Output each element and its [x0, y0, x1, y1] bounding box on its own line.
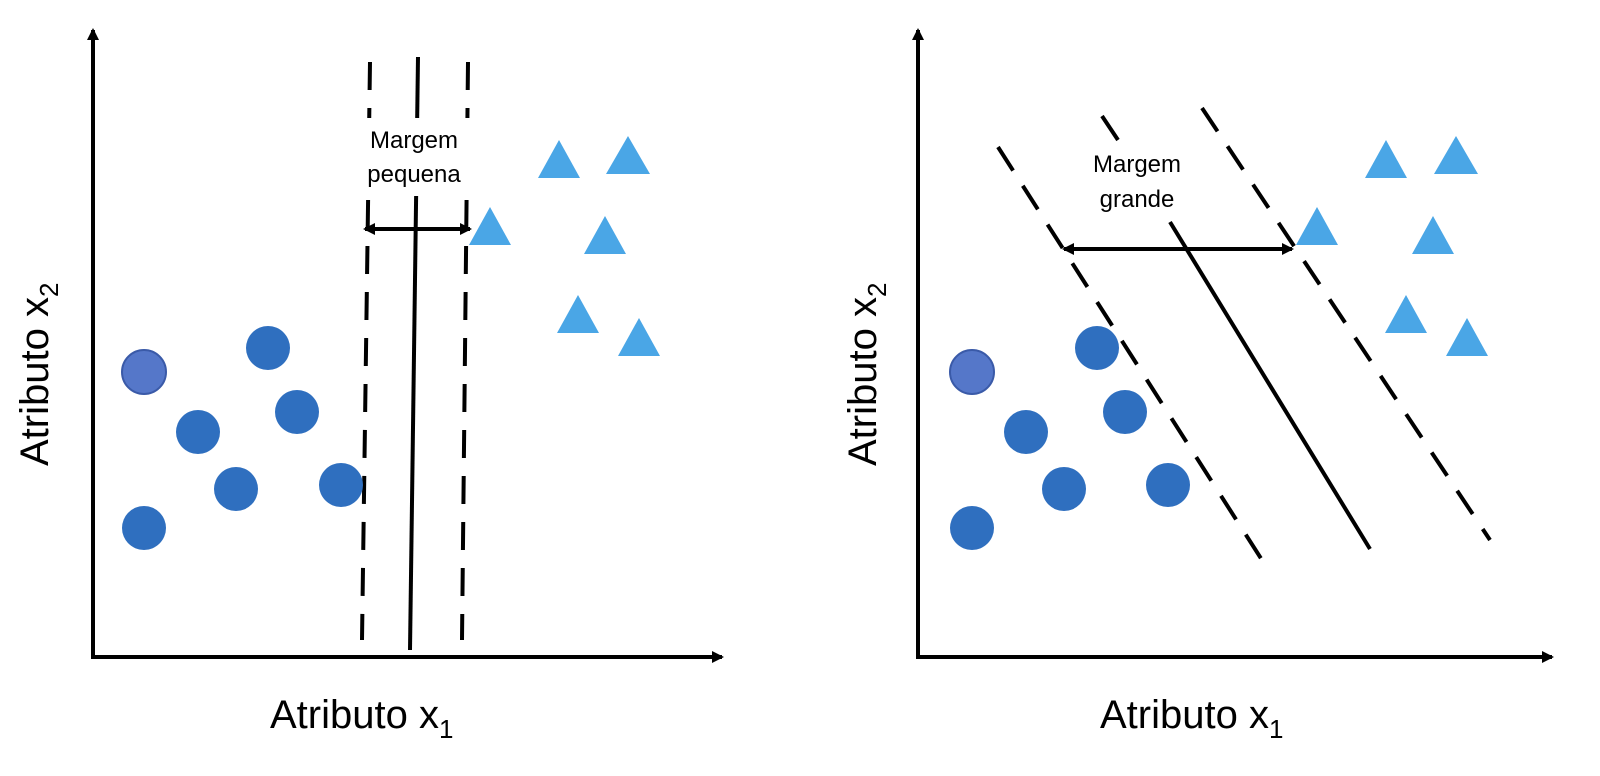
- triangle-point: [1446, 318, 1488, 356]
- triangle-point: [1385, 295, 1427, 333]
- panel-small-margin: Margem pequena Atributo x1 Atributo x2: [13, 28, 724, 744]
- circle-point: [246, 326, 290, 370]
- triangle-point: [557, 295, 599, 333]
- triangle-point: [618, 318, 660, 356]
- y-axis-label: Atributo x2: [13, 283, 64, 466]
- triangle-point: [1365, 140, 1407, 178]
- circle-point: [1004, 410, 1048, 454]
- circle-point: [275, 390, 319, 434]
- triangle-point: [538, 140, 580, 178]
- margin-label-line1: Margem: [1093, 151, 1181, 178]
- margin-label-line2: grande: [1100, 186, 1175, 213]
- triangle-point: [1296, 207, 1338, 245]
- circle-point: [949, 349, 995, 395]
- triangle-point: [606, 136, 650, 174]
- y-axis-label: Atributo x2: [841, 283, 892, 466]
- x-axis-label: Atributo x1: [1100, 693, 1283, 744]
- panel-large-margin: Margem grande Atributo x1 Atributo x2: [841, 28, 1554, 744]
- margin-label-line2: pequena: [367, 161, 461, 188]
- circle-point: [1042, 467, 1086, 511]
- circle-point: [319, 463, 363, 507]
- decision-boundary: [1168, 220, 1372, 551]
- margin-line-right: [1200, 106, 1492, 542]
- circle-point: [1075, 326, 1119, 370]
- margin-line-left-top: [1100, 114, 1120, 142]
- circle-point: [214, 467, 258, 511]
- circle-point: [950, 506, 994, 550]
- circle-point: [176, 410, 220, 454]
- x-axis-label: Atributo x1: [270, 693, 453, 744]
- triangle-point: [1434, 136, 1478, 174]
- circle-point: [122, 506, 166, 550]
- margin-label-line1: Margem: [370, 127, 458, 154]
- triangle-point: [469, 207, 511, 245]
- circle-point: [1103, 390, 1147, 434]
- circle-point: [1146, 463, 1190, 507]
- margin-line-left: [996, 145, 1264, 562]
- triangle-point: [584, 216, 626, 254]
- triangle-point: [1412, 216, 1454, 254]
- circle-point: [121, 349, 167, 395]
